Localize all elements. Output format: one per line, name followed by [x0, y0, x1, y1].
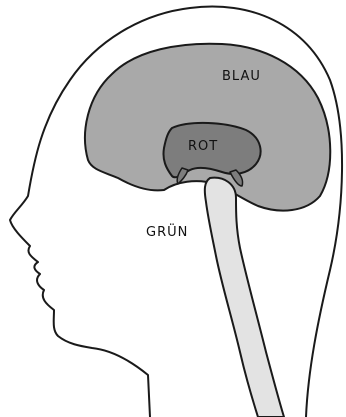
label-cortex: BLAU [222, 69, 261, 84]
label-limbic: ROT [188, 139, 218, 154]
brainstem-region [205, 178, 284, 417]
label-brainstem: GRÜN [146, 223, 188, 240]
